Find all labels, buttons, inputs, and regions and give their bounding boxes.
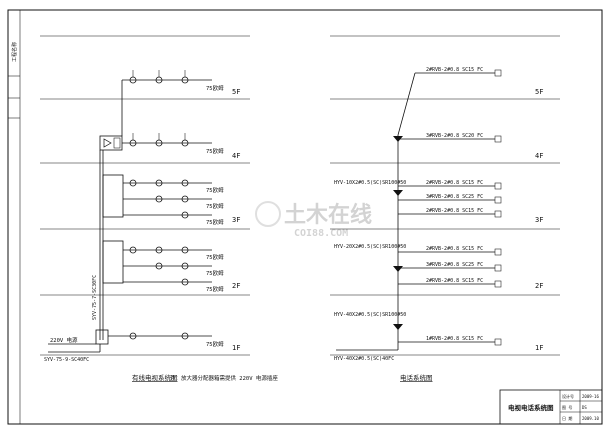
floor-label-2f: 2F (232, 282, 240, 290)
feed-cable-label: SYV-75-9-SC40FC (44, 357, 89, 363)
watermark-cn: 土木在线 (284, 202, 372, 228)
tap-icon (155, 195, 163, 203)
catv-caption: 有线电视系统图 (132, 373, 178, 382)
tap-icon (155, 246, 163, 254)
phone-outlet-icon (494, 69, 502, 77)
telephone-caption: 电话系统图 (400, 373, 433, 382)
riser-cable-label: HYV-40X2#0.5(SC)SR100#50 (334, 312, 406, 318)
tap-icon (155, 133, 163, 147)
riser-cable-label: HYV-10X2#0.5(SC)SR100#50 (334, 180, 406, 186)
floor-label-1f: 1F (535, 344, 543, 352)
phone-outlet-icon (494, 338, 502, 346)
title-block-value: 2009.10 (582, 416, 599, 421)
riser-cable-label: HYV-20X2#0.5(SC)SR100#50 (334, 244, 406, 250)
phone-outlet-icon (494, 196, 502, 204)
tap-icon (155, 179, 163, 187)
outlet-label: 75欧姆 (206, 253, 224, 261)
splitter-box (102, 240, 124, 284)
floor-label-3f: 3F (232, 216, 240, 224)
title-block-key: 设计号 (562, 393, 574, 399)
tel-riser-up (397, 72, 416, 136)
junction-box-icon (393, 266, 403, 272)
branch-cable-label: 3#RVB-2#0.8 SC25 FC (426, 262, 483, 268)
splitter-box (102, 174, 124, 218)
catv-diagram: 5F 4F 3F 2F 1F 75欧姆 75欧姆 75欧 (40, 35, 278, 382)
branch-cable-label: 3#RVB-2#0.8 SC20 FC (426, 133, 483, 139)
phone-outlet-icon (494, 248, 502, 256)
tap-icon (181, 133, 189, 147)
outlet-label: 75欧姆 (206, 269, 224, 277)
floor-label-2f: 2F (535, 282, 543, 290)
tap-icon (129, 246, 137, 254)
tap-icon (129, 179, 137, 187)
inner-frame (19, 9, 603, 425)
tap-icon (155, 262, 163, 270)
outlet-label: 75欧姆 (206, 340, 224, 348)
phone-outlet-icon (494, 210, 502, 218)
floor-label-5f: 5F (535, 88, 543, 96)
power-label: 220V 电源 (50, 336, 78, 344)
phone-outlet-icon (494, 182, 502, 190)
watermark-en: COI88.COM (294, 228, 348, 239)
floor-label-4f: 4F (232, 152, 240, 160)
riser-cable-label: SYV-75-7-SC30FC (92, 275, 98, 320)
outlet-label: 75欧姆 (206, 84, 224, 92)
title-block-frame (499, 389, 603, 425)
tap-icon (181, 246, 189, 254)
tap-icon (155, 70, 163, 84)
branch-cable-label: 3#RVB-2#0.8 SC25 FC (426, 194, 483, 200)
branch-cable-label: 2#RVB-2#0.8 SC15 FC (426, 67, 483, 73)
phone-outlet-icon (494, 135, 502, 143)
title-block-value: 2009-16 (582, 394, 599, 399)
tap-icon (181, 211, 189, 219)
entry-box (95, 329, 109, 345)
amplifier-icon (103, 138, 112, 148)
floor-label-4f: 4F (535, 152, 543, 160)
catv-note: 注：放大器分配器箱需提供 220V 电源插座 (170, 374, 278, 382)
drawing-title: 电视电话系统图 (508, 403, 554, 412)
outlet-label: 75欧姆 (206, 218, 224, 226)
junction-box-icon (393, 324, 403, 330)
tap-icon (181, 332, 189, 340)
watermark: 土木在线 COI88.COM (255, 201, 372, 239)
floor-label-1f: 1F (232, 344, 240, 352)
left-margin-label: 工程名称 (11, 42, 18, 62)
branch-cable-label: 2#RVB-2#0.8 SC15 FC (426, 208, 483, 214)
telephone-diagram: 5F 4F 3F 2F 1F 2#RVB-2#0.8 SC15 FC 3#RVB… (330, 35, 560, 382)
outlet-label: 75欧姆 (206, 202, 224, 210)
branch-cable-label: 1#RVB-2#0.8 SC15 FC (426, 336, 483, 342)
title-block-key: 日 期 (562, 415, 572, 421)
outlet-label: 75欧姆 (206, 186, 224, 194)
tap-icon (129, 332, 137, 340)
title-block-key: 图 号 (562, 404, 572, 410)
tap-icon (181, 262, 189, 270)
tap-icon (181, 278, 189, 286)
tap-icon (129, 133, 137, 147)
amplifier-inner (113, 137, 121, 149)
outlet-label: 75欧姆 (206, 285, 224, 293)
title-block-value: DS (582, 405, 587, 410)
branch-cable-label: 2#RVB-2#0.8 SC15 FC (426, 246, 483, 252)
phone-outlet-icon (494, 264, 502, 272)
title-block: 电视电话系统图 设计号 2009-16 图 号 DS 日 期 2009.10 (499, 389, 603, 425)
branch-cable-label: 2#RVB-2#0.8 SC15 FC (426, 278, 483, 284)
tap-icon (181, 195, 189, 203)
floor-label-5f: 5F (232, 88, 240, 96)
branch-cable-label: 2#RVB-2#0.8 SC15 FC (426, 180, 483, 186)
tap-icon (181, 70, 189, 84)
junction-box-icon (393, 190, 403, 196)
outlet-label: 75欧姆 (206, 147, 224, 155)
phone-outlet-icon (494, 280, 502, 288)
watermark-logo-icon (255, 201, 281, 227)
tap-icon (129, 70, 137, 84)
incoming-cable-label: HYV-40X2#0.5(SC)40FC (334, 356, 394, 362)
tap-icon (181, 179, 189, 187)
floor-label-3f: 3F (535, 216, 543, 224)
